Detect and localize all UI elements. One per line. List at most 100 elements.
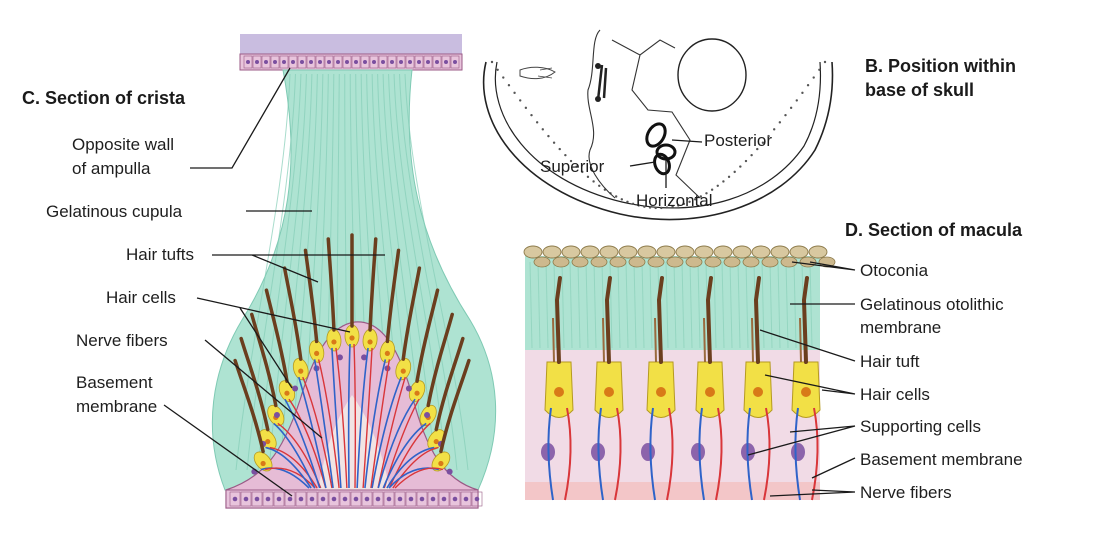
- crista-hair-cell-nucleus: [331, 339, 337, 345]
- otoconium: [685, 256, 703, 268]
- base-cell-nucleus: [430, 496, 436, 502]
- otolithic-streak: [777, 261, 781, 349]
- wall-cell: [333, 55, 343, 69]
- crista-hair-tuft: [250, 312, 278, 408]
- skull-bone-dot: [665, 206, 669, 209]
- skull-bone-dot: [722, 180, 725, 183]
- macula-hair-tuft: [604, 276, 612, 364]
- macula-nerve-blue: [597, 407, 604, 501]
- wall-cell-nucleus: [408, 60, 412, 64]
- crista-hair-tuft: [264, 288, 289, 383]
- wall-cell-nucleus: [453, 60, 457, 64]
- crista-nerve-blue: [331, 347, 342, 489]
- crista-nerve-blue: [284, 398, 321, 489]
- skull-bone-dot: [614, 195, 618, 198]
- crista-panel: C. Section of crista Opposite wall of am…: [22, 34, 497, 509]
- macula-nerve-blue: [746, 407, 753, 501]
- otoconium: [713, 245, 733, 259]
- wall-cell: [252, 55, 262, 69]
- skull-bone-dot: [671, 205, 674, 208]
- base-cell-nucleus: [375, 496, 381, 502]
- otoconium: [618, 245, 638, 259]
- leader-basement: [163, 404, 293, 497]
- skull-bone-dot: [677, 204, 680, 207]
- base-cell-nucleus: [452, 496, 458, 502]
- base-cell: [328, 491, 340, 507]
- crista-hair-tuft: [439, 358, 471, 454]
- cupula-streak: [382, 73, 425, 471]
- skull-bone-dot: [806, 84, 810, 87]
- otoconium: [694, 245, 714, 259]
- otolithic-streak: [545, 261, 549, 349]
- otolithic-streak: [625, 261, 629, 349]
- macula-hair-cell-nucleus: [554, 387, 564, 397]
- crista-nerve-red: [288, 398, 327, 489]
- skull-bone-dot: [586, 175, 590, 179]
- otoconium: [542, 245, 562, 259]
- otolithic-streak: [729, 261, 733, 349]
- posterior-label: Posterior: [704, 131, 772, 150]
- crista-supporting-nucleus: [273, 411, 280, 418]
- macula-nerve-red: [564, 407, 572, 501]
- skull-bone-dot: [490, 60, 494, 64]
- skull-bone-dot: [592, 180, 595, 183]
- hair-tuft-label: Hair tuft: [860, 352, 920, 371]
- crista-nerve-blue: [386, 446, 435, 489]
- otoconium: [732, 245, 752, 259]
- base-cell: [295, 491, 307, 507]
- crista-hair-tuft: [326, 237, 336, 332]
- wall-cell: [315, 55, 325, 69]
- skull-bone-dot: [620, 198, 624, 201]
- skull-bone-dot: [626, 200, 629, 203]
- cupula-streak: [404, 73, 469, 471]
- base-cell: [251, 491, 263, 507]
- crista-nerve-red: [302, 376, 333, 489]
- skull-bone-dot: [756, 147, 759, 151]
- wall-cell-nucleus: [300, 60, 304, 64]
- crista-hair-tuft: [434, 336, 465, 432]
- crista-basement-band: [225, 489, 479, 509]
- skull-bone-dot: [654, 206, 657, 210]
- wall-cell-nucleus: [399, 60, 403, 64]
- leader-basement-macula: [811, 457, 856, 479]
- crista-hair-cell-nucleus: [260, 460, 266, 467]
- skull-bone-dot: [784, 113, 787, 117]
- crista-hair-cell-nucleus: [265, 438, 271, 445]
- cupula-label: Gelatinous cupula: [46, 202, 183, 221]
- opposite-wall-label-2: of ampulla: [72, 159, 151, 178]
- base-cell: [372, 491, 384, 507]
- wall-cell-nucleus: [354, 60, 358, 64]
- base-cell-nucleus: [463, 496, 469, 502]
- crista-nerve-blue: [297, 376, 327, 489]
- wall-cell: [279, 55, 289, 69]
- skull-bone-dot: [773, 128, 776, 131]
- otoconia-crystals: [523, 245, 836, 268]
- otolithic-label-1: Gelatinous otolithic: [860, 295, 1004, 314]
- base-cell-nucleus: [342, 496, 348, 502]
- skull-bone-dot: [660, 206, 663, 210]
- base-cell: [449, 491, 461, 507]
- crista-nerve-blue: [382, 422, 427, 489]
- macula-stereocilia: [552, 317, 555, 363]
- wall-cell: [360, 55, 370, 69]
- wall-cell-nucleus: [426, 60, 430, 64]
- wall-cell-nucleus: [381, 60, 385, 64]
- skull-bone-dot: [693, 198, 697, 201]
- skull-bone-dot: [541, 128, 544, 131]
- macula-hair-tuft: [801, 276, 809, 364]
- crista-nerve-blue: [364, 359, 387, 489]
- otolithic-streak: [713, 261, 717, 349]
- leader-hair-tufts: [212, 254, 385, 283]
- posterior-canal: [645, 122, 667, 148]
- crista-nerve-blue: [313, 359, 334, 489]
- otolithic-streak: [553, 261, 557, 349]
- skull-bone-dot: [535, 121, 539, 124]
- wall-cell: [432, 55, 442, 69]
- leader-opposite-wall: [190, 67, 291, 169]
- skull-bone-dot: [699, 195, 703, 198]
- otoconium: [590, 256, 608, 268]
- otoconium: [523, 245, 543, 259]
- otolithic-streak: [745, 261, 749, 349]
- base-cell: [339, 491, 351, 507]
